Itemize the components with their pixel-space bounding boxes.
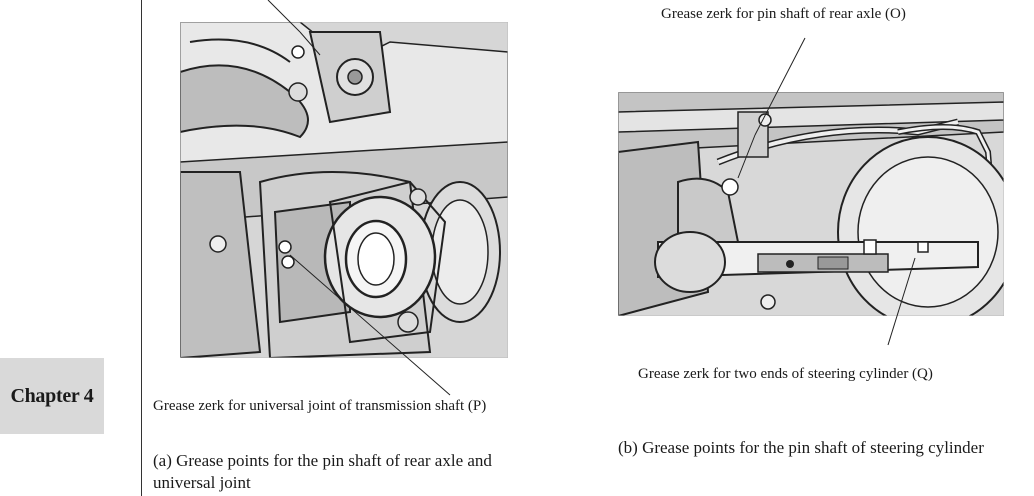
caption-a-line2: universal joint <box>153 473 251 492</box>
callout-o: Grease zerk for pin shaft of rear axle (… <box>661 6 906 22</box>
callout-q: Grease zerk for two ends of steering cyl… <box>638 366 933 382</box>
margin-divider <box>141 0 142 496</box>
caption-a-line1: (a) Grease points for the pin shaft of r… <box>153 451 492 470</box>
chapter-tab: Chapter 4 <box>0 358 104 434</box>
figure-b-illustration <box>618 92 1004 316</box>
figure-a-illustration <box>180 22 508 358</box>
callout-p: Grease zerk for universal joint of trans… <box>153 398 487 414</box>
caption-b: (b) Grease points for the pin shaft of s… <box>618 438 984 457</box>
